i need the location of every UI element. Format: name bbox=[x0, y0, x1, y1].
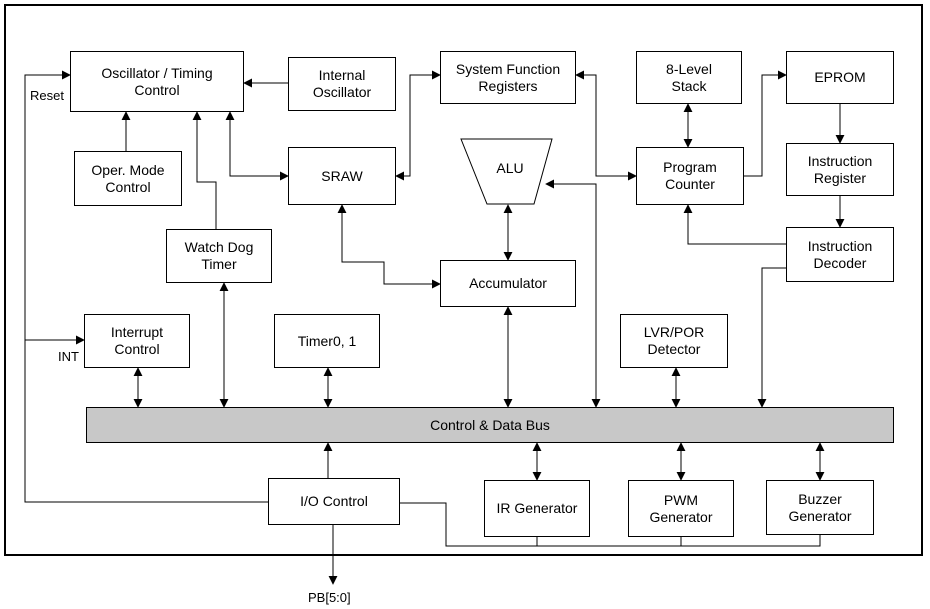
pwm-generator: PWM Generator bbox=[628, 480, 734, 537]
control-data-bus: Control & Data Bus bbox=[86, 407, 894, 443]
accumulator: Accumulator bbox=[440, 260, 576, 307]
sraw-sfr-wire bbox=[395, 70, 441, 181]
eprom: EPROM bbox=[786, 51, 894, 104]
sraw: SRAW bbox=[288, 147, 396, 205]
osc-sraw-wire bbox=[225, 111, 289, 181]
alu-bus-wire bbox=[545, 179, 601, 408]
alu: ALU bbox=[496, 160, 524, 176]
oscillator-timing-control: Oscillator / Timing Control bbox=[70, 51, 244, 112]
buzzer-generator: Buzzer Generator bbox=[766, 480, 874, 535]
gen-io-wire bbox=[400, 502, 821, 547]
pb-label: PB[5:0] bbox=[308, 590, 351, 605]
program-counter: Program Counter bbox=[636, 147, 744, 205]
instruction-decoder: Instruction Decoder bbox=[786, 227, 894, 282]
internal-oscillator: Internal Oscillator bbox=[288, 57, 396, 111]
diagram-frame bbox=[4, 4, 923, 556]
decoder-bus-wire bbox=[757, 267, 786, 408]
oper-mode-control: Oper. Mode Control bbox=[74, 151, 182, 206]
pc-eprom-wire bbox=[744, 70, 787, 177]
ir-generator: IR Generator bbox=[484, 480, 590, 537]
sfr-pc-wire bbox=[575, 70, 637, 181]
reset-label: Reset bbox=[30, 88, 64, 103]
io-control: I/O Control bbox=[268, 478, 400, 525]
wdt-osc-wire bbox=[192, 111, 217, 229]
sraw-acc-wire bbox=[337, 204, 441, 289]
instruction-register: Instruction Register bbox=[786, 143, 894, 196]
decoder-pc-wire bbox=[683, 204, 786, 245]
timer-0-1: Timer0, 1 bbox=[274, 314, 380, 368]
watch-dog-timer: Watch Dog Timer bbox=[166, 229, 272, 283]
lvr-por-detector: LVR/POR Detector bbox=[620, 314, 728, 368]
alu-shape bbox=[460, 138, 553, 205]
int-label: INT bbox=[58, 349, 79, 364]
interrupt-control: Interrupt Control bbox=[84, 314, 190, 368]
reset-wire bbox=[24, 70, 268, 503]
stack-8-level: 8-Level Stack bbox=[636, 51, 742, 104]
system-function-registers: System Function Registers bbox=[440, 51, 576, 104]
